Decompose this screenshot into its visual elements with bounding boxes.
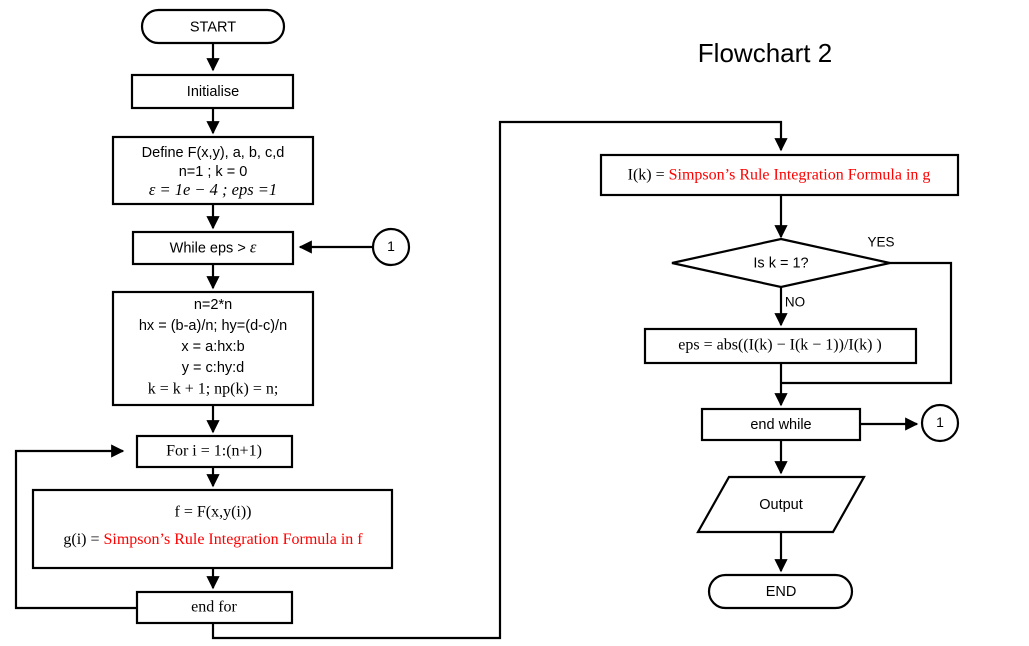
output-parallelogram <box>696 475 866 534</box>
while-box <box>131 230 295 266</box>
initialise-label: Initialise <box>187 84 239 100</box>
define-epsilon-value: = 1e − 4 ; eps =1 <box>155 180 277 199</box>
integrate-formula-red: Simpson’s Rule Integration Formula in g <box>669 166 931 183</box>
inner-body-line-1: f = F(x,y(i)) <box>174 504 251 521</box>
end-while-label: end while <box>750 417 811 433</box>
compute-line-5: k = k + 1; np(k) = n; <box>148 381 279 398</box>
eps-update-label: eps = abs((I(k) − I(k − 1))/I(k) ) <box>678 337 881 354</box>
define-line-2: n=1 ; k = 0 <box>179 164 248 180</box>
end-label: END <box>766 584 797 600</box>
initialise-box <box>130 73 295 110</box>
compute-box <box>111 290 315 407</box>
define-epsilon-symbol: ε <box>149 180 156 199</box>
end-for-box <box>135 590 294 625</box>
eps-update-box <box>643 327 918 365</box>
compute-line-2: hx = (b-a)/n; hy=(d-c)/n <box>139 318 287 334</box>
define-line-3: ε = 1e − 4 ; eps =1 <box>149 180 277 199</box>
page-title: Flowchart 2 <box>698 38 832 68</box>
connector-endfor-loopback-to-for <box>14 444 137 610</box>
decision-no-label: NO <box>785 295 805 310</box>
connector-circle-out-label: 1 <box>936 414 944 430</box>
connector-endfor-to-integrate <box>211 120 788 640</box>
decision-label: Is k = 1? <box>753 255 808 271</box>
integrate-assign-black: I(k) = <box>628 166 669 183</box>
while-text-prefix: While eps > <box>170 240 250 256</box>
connector-circle-in-label: 1 <box>387 238 395 254</box>
integrate-label: I(k) = Simpson’s Rule Integration Formul… <box>628 166 931 183</box>
compute-line-1: n=2*n <box>194 297 232 313</box>
compute-line-4: y = c:hy:d <box>182 360 244 376</box>
inner-body-formula-red: Simpson’s Rule Integration Formula in f <box>104 531 364 548</box>
decision-yes-label: YES <box>867 235 894 250</box>
start-label: START <box>190 19 236 35</box>
inner-body-assign-black: g(i) = <box>63 531 103 548</box>
connector-decision-yes-to-endwhile <box>781 261 953 385</box>
define-line-1: Define F(x,y), a, b, c,d <box>142 145 285 161</box>
for-loop-box <box>135 434 294 469</box>
while-label: While eps > ε <box>170 237 257 256</box>
integrate-box <box>599 153 960 197</box>
for-loop-label: For i = 1:(n+1) <box>166 443 262 460</box>
output-label: Output <box>759 497 803 513</box>
inner-body-box <box>31 488 394 570</box>
while-epsilon-symbol: ε <box>250 237 257 256</box>
inner-body-line-2: g(i) = Simpson’s Rule Integration Formul… <box>63 531 363 548</box>
end-for-label: end for <box>191 599 237 616</box>
compute-line-3: x = a:hx:b <box>181 339 244 355</box>
end-terminator <box>707 573 854 610</box>
connector-circle-out <box>920 403 960 443</box>
